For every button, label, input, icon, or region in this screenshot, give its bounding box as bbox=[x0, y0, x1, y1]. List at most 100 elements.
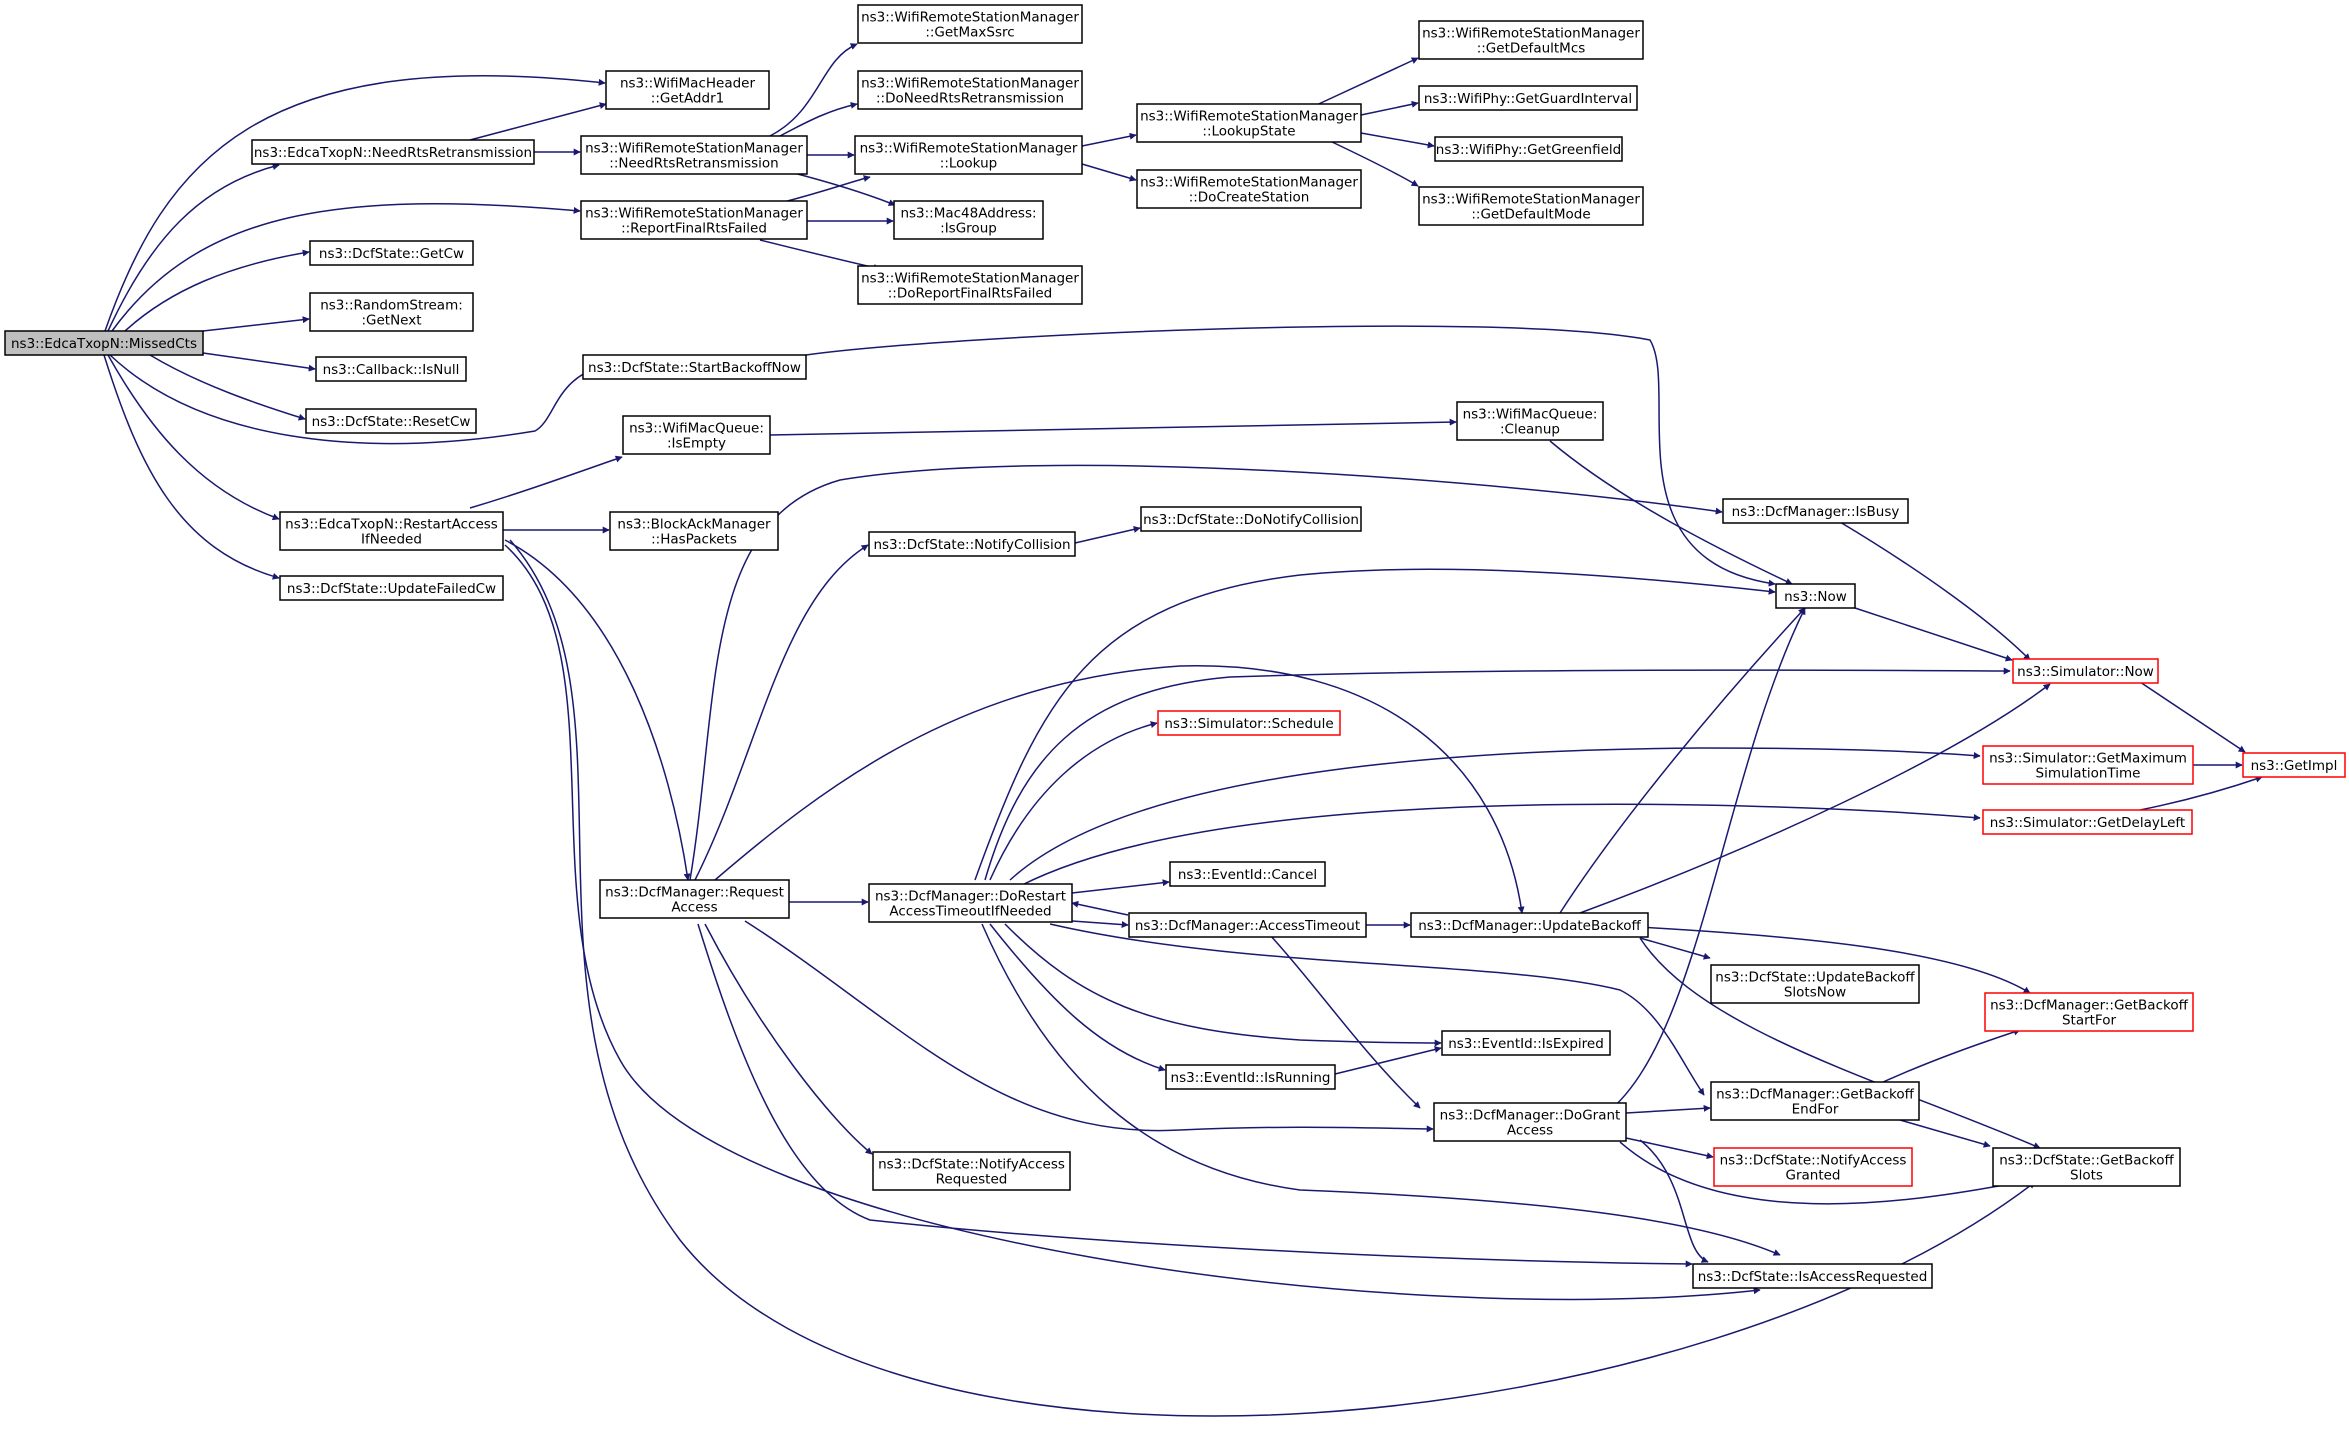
node-edcatxopn-missedcts[interactable]: ns3::EdcaTxopN::MissedCts bbox=[4, 330, 204, 356]
node-blockackmanager-haspackets[interactable]: ns3::BlockAckManager::HasPackets bbox=[609, 511, 779, 551]
node-dcfstate-updatefailedcw[interactable]: ns3::DcfState::UpdateFailedCw bbox=[279, 575, 504, 601]
node-wrsm-docreatestation[interactable]: ns3::WifiRemoteStationManager::DoCreateS… bbox=[1136, 169, 1362, 209]
node-label-line: ns3::WifiRemoteStationManager bbox=[1140, 109, 1358, 125]
node-wifiphy-getgreenfield[interactable]: ns3::WifiPhy::GetGreenfield bbox=[1434, 136, 1623, 162]
node-box bbox=[315, 356, 467, 382]
node-label-line: ns3::DcfState::NotifyCollision bbox=[873, 537, 1070, 553]
node-simulator-schedule[interactable]: ns3::Simulator::Schedule bbox=[1157, 710, 1341, 736]
node-wrsm-doreportfinalrtsfailed[interactable]: ns3::WifiRemoteStationManager::DoReportF… bbox=[857, 265, 1083, 305]
node-box bbox=[1434, 136, 1623, 162]
node-dcfmanager-dorestartaccesstimeoutifneeded[interactable]: ns3::DcfManager::DoRestartAccessTimeoutI… bbox=[868, 883, 1073, 923]
node-dcfstate-notifycollision[interactable]: ns3::DcfState::NotifyCollision bbox=[868, 531, 1076, 557]
node-wrsm-doneedrtsretransmission[interactable]: ns3::WifiRemoteStationManager::DoNeedRts… bbox=[857, 70, 1083, 110]
node-mac48address-isgroup[interactable]: ns3::Mac48Address::IsGroup bbox=[893, 200, 1044, 240]
node-label-line: ns3::WifiMacHeader bbox=[620, 76, 756, 92]
node-label-line: ns3::Simulator::GetMaximum bbox=[1989, 751, 2187, 767]
node-wrsm-getdefaultmcs[interactable]: ns3::WifiRemoteStationManager::GetDefaul… bbox=[1418, 20, 1644, 60]
edge-dorestart-isaccessrequested bbox=[981, 923, 1781, 1256]
edge-reportfinal-lookup bbox=[779, 175, 871, 204]
node-dcfmanager-isbusy[interactable]: ns3::DcfManager::IsBusy bbox=[1722, 498, 1909, 524]
node-label-line: ns3::WifiRemoteStationManager bbox=[861, 271, 1079, 287]
node-edcatxopn-needrtsretransmission[interactable]: ns3::EdcaTxopN::NeedRtsRetransmission bbox=[251, 139, 535, 165]
node-ns3-now[interactable]: ns3::Now bbox=[1775, 583, 1856, 609]
edge-dorestart-isrunning bbox=[989, 923, 1166, 1072]
node-label-line: ns3::EdcaTxopN::NeedRtsRetransmission bbox=[254, 145, 532, 161]
node-box bbox=[580, 135, 808, 175]
node-label-line: ns3::DcfManager::GetBackoff bbox=[1990, 998, 2188, 1014]
node-wrsm-reportfinalrtsfailed[interactable]: ns3::WifiRemoteStationManager::ReportFin… bbox=[580, 200, 808, 240]
node-wifimacqueue-isempty[interactable]: ns3::WifiMacQueue::IsEmpty bbox=[622, 415, 771, 455]
edge-wrsm-doneedrts bbox=[779, 101, 858, 137]
node-simulator-getdelayleft[interactable]: ns3::Simulator::GetDelayLeft bbox=[1982, 809, 2193, 835]
node-box bbox=[1418, 20, 1644, 60]
node-dcfmanager-accesstimeout[interactable]: ns3::DcfManager::AccessTimeout bbox=[1128, 912, 1367, 938]
node-label-line: ns3::Mac48Address: bbox=[900, 206, 1036, 222]
node-label-line: ns3::DcfState::DoNotifyCollision bbox=[1143, 512, 1359, 528]
node-label-line: ::GetAddr1 bbox=[651, 91, 724, 107]
node-eventid-isexpired[interactable]: ns3::EventId::IsExpired bbox=[1441, 1030, 1611, 1056]
node-label-line: ns3::RandomStream: bbox=[320, 298, 463, 314]
node-label-line: ::Lookup bbox=[940, 156, 997, 172]
edge-dogrant-notifygranted bbox=[1625, 1137, 1714, 1160]
node-box bbox=[1169, 861, 1326, 887]
node-dcfstate-getcw[interactable]: ns3::DcfState::GetCw bbox=[309, 240, 474, 266]
node-label-line: ns3::EventId::Cancel bbox=[1178, 867, 1317, 883]
node-wrsm-getdefaultmode[interactable]: ns3::WifiRemoteStationManager::GetDefaul… bbox=[1418, 186, 1644, 226]
node-box bbox=[868, 883, 1073, 923]
node-label-line: ns3::DcfManager::UpdateBackoff bbox=[1418, 918, 1641, 934]
edge-dogrant-getbackoffend bbox=[1625, 1104, 1711, 1114]
node-label-line: ns3::WifiRemoteStationManager bbox=[585, 206, 803, 222]
edge-updatebackoff-simnow bbox=[1579, 683, 2051, 914]
edge-reportfinal-doreportfinal bbox=[759, 239, 881, 271]
edge-delayleft-getimpl bbox=[2139, 775, 2263, 811]
node-eventid-cancel[interactable]: ns3::EventId::Cancel bbox=[1169, 861, 1326, 887]
node-dcfstate-startbackoffnow[interactable]: ns3::DcfState::StartBackoffNow bbox=[582, 354, 807, 380]
edge-notifycollision-donotify bbox=[1074, 526, 1141, 544]
edge-restart-requestaccess bbox=[504, 539, 691, 881]
node-box bbox=[1441, 1030, 1611, 1056]
edge-request-updatebackoff bbox=[714, 665, 1525, 914]
node-label-line: ns3::WifiRemoteStationManager bbox=[861, 76, 1079, 92]
edge-dogrant-isaccessrequested bbox=[1639, 1139, 1709, 1263]
node-label-line: ns3::EventId::IsRunning bbox=[1171, 1070, 1331, 1086]
node-label-line: ::GetMaxSsrc bbox=[925, 25, 1014, 41]
node-dcfmanager-updatebackoff[interactable]: ns3::DcfManager::UpdateBackoff bbox=[1410, 912, 1649, 938]
edge-dorestart-cancel bbox=[1071, 879, 1170, 894]
node-box bbox=[1982, 809, 2193, 835]
node-simulator-now[interactable]: ns3::Simulator::Now bbox=[2012, 658, 2159, 684]
node-wifiphy-getguardinterval[interactable]: ns3::WifiPhy::GetGuardInterval bbox=[1418, 85, 1638, 111]
edge-restart-isempty bbox=[469, 455, 623, 509]
node-wrsm-getmaxssrc[interactable]: ns3::WifiRemoteStationManager::GetMaxSsr… bbox=[857, 4, 1083, 44]
edge-backoffend-backoffslots bbox=[1899, 1119, 1991, 1148]
node-wifimacqueue-cleanup[interactable]: ns3::WifiMacQueue::Cleanup bbox=[1456, 401, 1604, 441]
node-label-line: ns3::DcfManager::DoGrant bbox=[1440, 1108, 1621, 1124]
node-wrsm-lookup[interactable]: ns3::WifiRemoteStationManager::Lookup bbox=[854, 135, 1083, 175]
node-label-line: ::GetDefaultMcs bbox=[1477, 41, 1586, 57]
node-label-line: ns3::DcfManager::Request bbox=[605, 885, 784, 901]
node-wrsm-needrtsretransmission[interactable]: ns3::WifiRemoteStationManager::NeedRtsRe… bbox=[580, 135, 808, 175]
node-dcfstate-isaccessrequested[interactable]: ns3::DcfState::IsAccessRequested bbox=[1692, 1263, 1933, 1289]
node-box bbox=[1982, 745, 2194, 785]
node-eventid-isrunning[interactable]: ns3::EventId::IsRunning bbox=[1165, 1064, 1336, 1090]
node-callback-isnull[interactable]: ns3::Callback::IsNull bbox=[315, 356, 467, 382]
node-dcfstate-donotifycollision[interactable]: ns3::DcfState::DoNotifyCollision bbox=[1140, 506, 1362, 532]
node-ns3-getimpl[interactable]: ns3::GetImpl bbox=[2242, 752, 2346, 778]
node-wifimacheader-getaddr1[interactable]: ns3::WifiMacHeader::GetAddr1 bbox=[605, 70, 770, 110]
node-randomstream-getnext[interactable]: ns3::RandomStream::GetNext bbox=[309, 292, 474, 332]
edge-missedcts-needrtsretrans bbox=[107, 163, 280, 332]
node-box bbox=[857, 265, 1083, 305]
edge-request-dogrant bbox=[744, 920, 1434, 1133]
node-wrsm-lookupstate[interactable]: ns3::WifiRemoteStationManager::LookupSta… bbox=[1136, 103, 1362, 143]
node-dcfstate-resetcw[interactable]: ns3::DcfState::ResetCw bbox=[305, 408, 477, 434]
node-label-line: :Cleanup bbox=[1500, 422, 1560, 438]
